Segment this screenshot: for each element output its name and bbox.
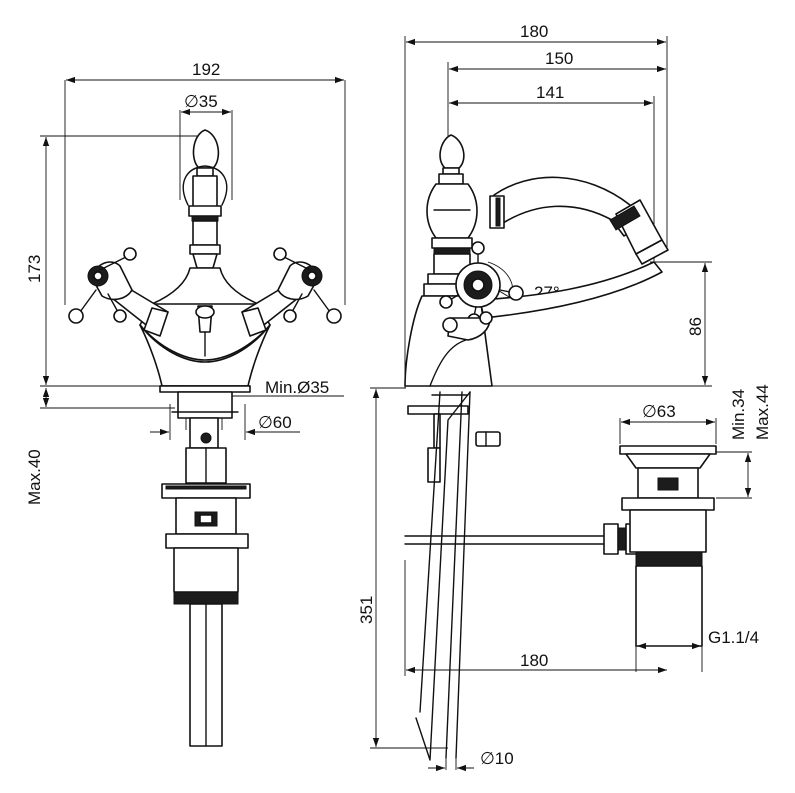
label-front-spout-diameter: ∅35: [184, 92, 218, 111]
label-front-height: 173: [25, 255, 44, 283]
front-under-deck: [159, 385, 251, 747]
waste-assembly: [619, 445, 717, 647]
dimension-front-max-thickness: Max.40: [25, 388, 175, 505]
label-side-reach-141: 141: [536, 83, 564, 102]
dimension-side-width-150: 150: [447, 49, 666, 140]
label-waste-diameter: ∅63: [642, 402, 676, 421]
label-front-max-thickness: Max.40: [25, 449, 44, 505]
label-side-spout-height: 86: [686, 317, 705, 336]
dimension-waste-thread: G1.1/4: [635, 628, 759, 672]
label-side-width-total: 180: [520, 22, 548, 41]
label-waste-thread: G1.1/4: [708, 628, 759, 647]
label-front-width: 192: [192, 60, 220, 79]
dimension-side-spout-height: 86: [490, 261, 712, 387]
dimension-waste-thickness: Min.34 Max.44: [716, 384, 772, 499]
dimension-rod-length: 351: [357, 387, 448, 749]
label-front-flange-diameter: ∅60: [258, 413, 292, 432]
dimension-rod-diameter: ∅10: [428, 749, 514, 772]
dimension-front-flange-diameter: ∅60: [150, 404, 300, 440]
front-view: 192 ∅35 173 Max.40 Min.Ø35: [25, 60, 346, 747]
dimension-side-width-total: 180: [404, 22, 668, 388]
dimension-waste-diameter: ∅63: [619, 402, 717, 444]
label-waste-max: Max.44: [753, 384, 772, 440]
dimension-front-width: 192: [64, 60, 346, 305]
label-side-width-150: 150: [545, 49, 573, 68]
label-waste-min: Min.34: [729, 389, 748, 440]
label-rod-diameter: ∅10: [480, 749, 514, 768]
label-front-hole-min: Min.Ø35: [265, 378, 329, 397]
front-faucet-body: [68, 129, 342, 387]
label-rod-length: 351: [357, 596, 376, 624]
dimension-rod-reach: 180: [404, 560, 667, 676]
dimension-front-spout-diameter: ∅35: [179, 92, 233, 200]
side-faucet-body: [404, 134, 669, 387]
label-rod-reach: 180: [520, 651, 548, 670]
side-under-deck: [404, 391, 639, 761]
dimension-front-height: 173: [25, 135, 200, 387]
side-view: 180 150 141 86 27°: [357, 22, 772, 772]
